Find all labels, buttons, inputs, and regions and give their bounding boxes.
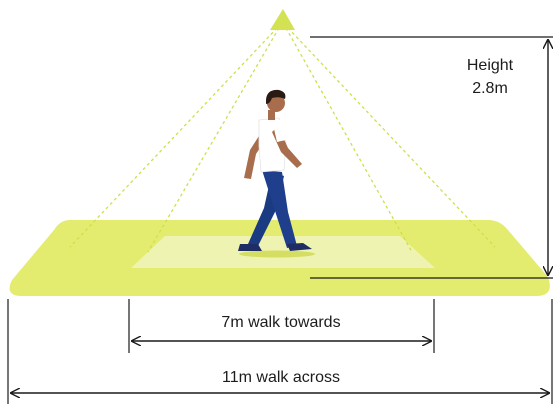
- height-value: 2.8m: [472, 80, 508, 97]
- walk-towards-label: 7m walk towards: [221, 314, 340, 331]
- ceiling-motion-sensor-icon: [270, 9, 295, 30]
- walking-person-icon: [238, 89, 315, 258]
- sensor-beam-lines: [69, 27, 496, 253]
- walk-towards-dimension: [128, 299, 435, 353]
- walk-across-label: 11m walk across: [222, 369, 340, 386]
- height-label: Height: [467, 57, 514, 74]
- walk-across-dimension: [7, 299, 553, 404]
- height-dimension: [310, 36, 553, 279]
